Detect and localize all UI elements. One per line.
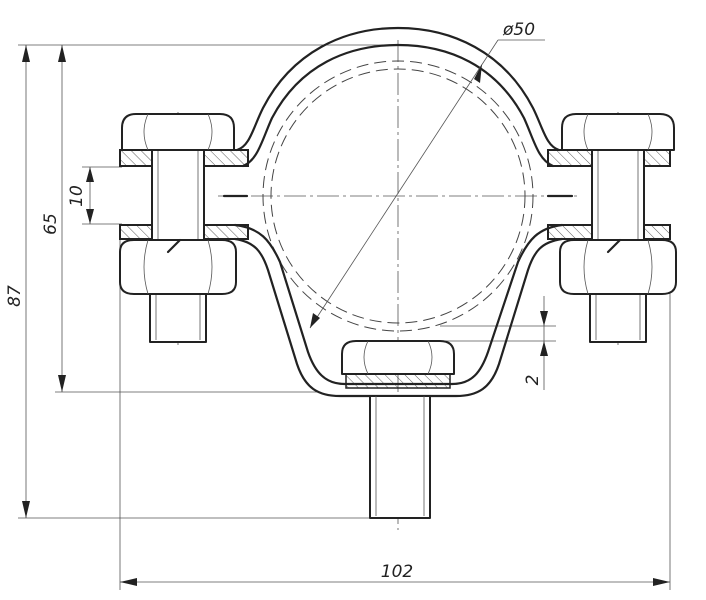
bottom-strap-section: [345, 373, 451, 389]
dimension-10-label: 10: [67, 185, 87, 207]
dimension-102-label: 102: [381, 562, 413, 582]
dimension-2-label: 2: [523, 375, 543, 386]
center-bolt-shank: [369, 395, 431, 519]
dimension-87: 87: [5, 45, 30, 518]
dimension-102: 102: [120, 562, 670, 586]
dimension-65-label: 65: [41, 213, 61, 235]
dimension-65: 65: [41, 45, 66, 392]
pipe-hidden-outline: [262, 60, 534, 332]
dimension-diameter: ø50: [309, 20, 545, 329]
left-bolt: [149, 149, 207, 343]
right-nut: [559, 238, 677, 295]
center-bolt-head: [341, 340, 455, 375]
left-bolt-head: [121, 113, 235, 151]
dimension-10: 10: [67, 167, 94, 224]
dimension-2: 2: [523, 296, 548, 390]
top-strap: [222, 26, 574, 198]
dimension-87-label: 87: [5, 285, 25, 307]
extension-lines: [18, 44, 671, 590]
right-bolt-head: [561, 113, 675, 151]
left-nut: [119, 238, 237, 295]
dimension-diameter-label: ø50: [502, 20, 535, 40]
